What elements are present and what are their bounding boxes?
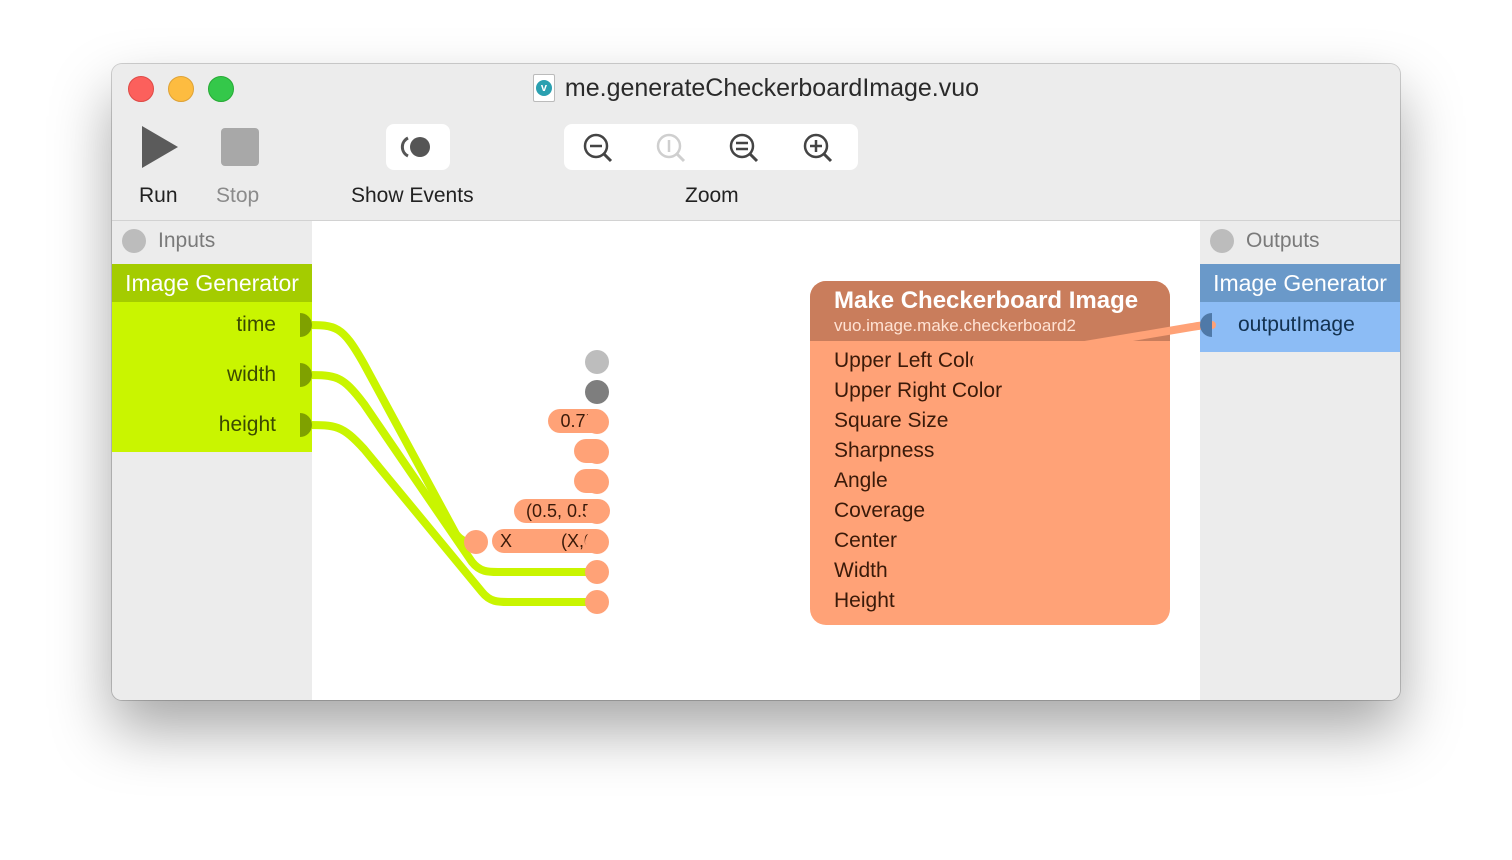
input-port-height-dot (300, 413, 312, 437)
zoom-button-group (564, 124, 858, 170)
output-port-outputimage: outputImage (1238, 313, 1355, 336)
port-sharpness: Sharpness (834, 439, 935, 462)
port-square-size-dot (585, 410, 609, 434)
cable-layer (300, 313, 1216, 614)
zoom-out-icon (729, 133, 759, 163)
output-port-outputimage-dot (1200, 313, 1212, 337)
show-events-icon (400, 136, 430, 158)
zoom-actual-size-icon (656, 133, 686, 163)
node-title: Make Checkerboard Image (834, 287, 1139, 314)
output-generator-body: outputImage (1200, 302, 1400, 352)
titlebar: v me.generateCheckerboardImage.vuo Run S… (112, 64, 1400, 221)
input-port-width-dot (300, 363, 312, 387)
output-image-port-dot (972, 350, 996, 374)
port-square-size: Square Size (834, 409, 949, 432)
zoom-label: Zoom (685, 184, 739, 207)
play-icon (142, 126, 178, 168)
outputs-panel-title: Outputs (1246, 229, 1320, 252)
vuo-logo-icon: v (532, 74, 555, 102)
node-header: Make Checkerboard Image vuo.image.make.c… (810, 281, 1170, 341)
cable-output-image (980, 321, 1216, 366)
zoom-to-fit-icon (583, 133, 613, 163)
center-x-label: X (500, 531, 513, 551)
port-coverage: Coverage (834, 499, 926, 522)
cable-height-to-height (302, 421, 601, 606)
close-window-button[interactable] (128, 76, 154, 102)
show-events-icon-bg (386, 124, 450, 170)
port-width: Width (834, 559, 888, 582)
center-x-port-dot (464, 530, 488, 554)
outputs-panel-header: Outputs (1210, 229, 1320, 253)
input-port-height: height (218, 413, 276, 436)
inputs-panel: Inputs Image Generator time width height (112, 221, 312, 700)
port-height-dot (585, 590, 609, 614)
port-upper-left-color-dot (585, 350, 609, 374)
zoom-window-button[interactable] (208, 76, 234, 102)
node-class-name: vuo.image.make.checkerboard2 (834, 316, 1076, 335)
window-title-area: v me.generateCheckerboardImage.vuo (112, 72, 1400, 104)
port-width-dot (585, 560, 609, 584)
zoom-actual-size-button[interactable] (651, 128, 691, 168)
run-label: Run (139, 184, 178, 207)
port-sharpness-dot (585, 440, 609, 464)
input-port-time: time (236, 313, 276, 336)
cable-time-to-center-x (302, 321, 480, 546)
input-generator-body: time width height (112, 302, 312, 452)
zoom-in-button[interactable] (798, 128, 838, 168)
minimize-window-button[interactable] (168, 76, 194, 102)
outputs-panel: Outputs Image Generator outputImage (1200, 221, 1400, 700)
outputs-event-dot-icon[interactable] (1210, 229, 1234, 253)
stop-label: Stop (216, 184, 260, 207)
show-events-label: Show Events (351, 184, 474, 207)
app-window: v me.generateCheckerboardImage.vuo Run S… (112, 64, 1400, 700)
port-angle-dot (585, 470, 609, 494)
make-checkerboard-node[interactable]: Make Checkerboard Image vuo.image.make.c… (810, 281, 1170, 625)
port-upper-right-color: Upper Right Color (834, 379, 1003, 402)
port-coverage-dot (585, 500, 609, 524)
port-upper-left-color: Upper Left Color (834, 349, 989, 372)
zoom-in-icon (803, 133, 833, 163)
input-port-width: width (226, 363, 276, 386)
port-upper-right-color-dot (585, 380, 609, 404)
cable-width-to-width (302, 371, 601, 576)
port-center: Center (834, 529, 898, 552)
stop-icon (221, 128, 259, 166)
inputs-panel-title: Inputs (158, 229, 216, 252)
window-title: me.generateCheckerboardImage.vuo (564, 73, 980, 102)
input-generator-header: Image Generator (112, 264, 312, 302)
output-generator-header: Image Generator (1200, 264, 1400, 302)
composition-canvas[interactable]: Make Checkerboard Image vuo.image.make.c… (312, 221, 1200, 700)
inputs-event-dot-icon[interactable] (122, 229, 146, 253)
port-center-dot (585, 530, 609, 554)
zoom-out-button[interactable] (724, 128, 764, 168)
zoom-to-fit-button[interactable] (578, 128, 618, 168)
inputs-panel-header: Inputs (122, 229, 215, 253)
port-angle: Angle (834, 469, 888, 492)
port-height: Height (834, 589, 895, 612)
input-port-time-dot (300, 313, 312, 337)
